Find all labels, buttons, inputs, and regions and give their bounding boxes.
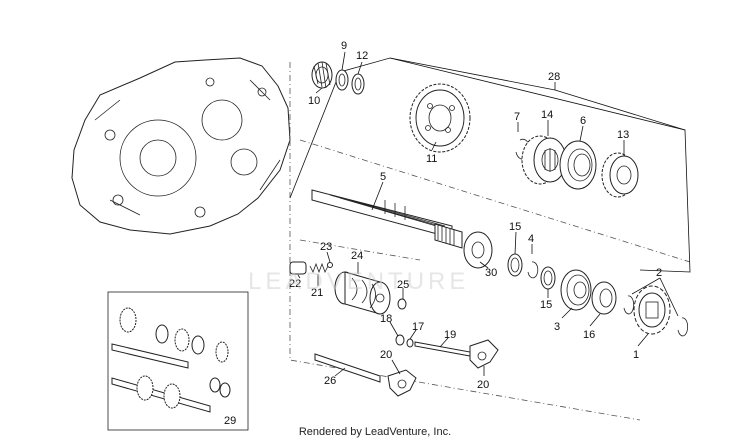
shift-fork	[387, 369, 417, 397]
callout-4: 4	[528, 233, 534, 245]
sprocket-circlip	[623, 295, 635, 315]
callout-29: 29	[224, 415, 236, 427]
drive-sprocket	[633, 285, 671, 335]
callout-17: 17	[412, 321, 424, 333]
callout-15-upper: 15	[509, 221, 521, 233]
callout-13: 13	[617, 129, 629, 141]
callout-14: 14	[541, 109, 553, 121]
callout-28: 28	[548, 71, 560, 83]
callout-20-right: 20	[477, 379, 489, 391]
callout-26: 26	[324, 375, 336, 387]
shift-washer	[395, 334, 405, 346]
oil-seal	[591, 281, 617, 315]
callout-9: 9	[341, 40, 347, 52]
callout-16: 16	[583, 329, 595, 341]
shaft-washer	[463, 231, 493, 269]
callout-7: 7	[514, 111, 520, 123]
gear-large	[409, 83, 471, 153]
spacer-washer	[540, 266, 556, 290]
callout-21: 21	[311, 287, 323, 299]
callout-15-lower: 15	[540, 299, 552, 311]
callout-18: 18	[380, 313, 392, 325]
callout-22: 22	[289, 278, 301, 290]
selector-drum	[334, 271, 391, 315]
retaining-clip	[527, 261, 539, 279]
callout-20-lower: 20	[380, 349, 392, 361]
callout-10: 10	[308, 95, 320, 107]
rendered-by-footer: Rendered by LeadVenture, Inc.	[298, 426, 452, 438]
gear-double	[521, 135, 567, 185]
selector-pin	[289, 261, 307, 275]
shift-fork	[469, 339, 499, 369]
gear-bushing	[559, 140, 597, 190]
ball-bearing	[560, 269, 592, 311]
crankcase-half	[71, 57, 291, 235]
spacer-washer	[507, 253, 523, 277]
callout-23: 23	[320, 241, 332, 253]
callout-2: 2	[656, 267, 662, 279]
callout-11: 11	[426, 153, 437, 165]
detent-ball	[327, 262, 333, 268]
callout-1: 1	[633, 349, 639, 361]
kit-28-boundary	[289, 57, 691, 273]
sprocket-circlip	[677, 317, 689, 337]
drum-clip	[397, 298, 407, 310]
watermark: LEADVENTURE	[248, 268, 470, 295]
detent-spring	[309, 262, 329, 274]
callout-25: 25	[397, 279, 409, 291]
callout-30: 30	[485, 267, 497, 279]
fork-shaft	[314, 353, 381, 383]
transmission-inset	[107, 291, 249, 431]
callout-12: 12	[356, 50, 368, 62]
callout-5: 5	[380, 171, 386, 183]
callout-6: 6	[580, 115, 586, 127]
main-shaft	[311, 189, 463, 249]
callout-19: 19	[444, 329, 456, 341]
callout-3: 3	[554, 321, 560, 333]
callout-24: 24	[351, 250, 363, 262]
